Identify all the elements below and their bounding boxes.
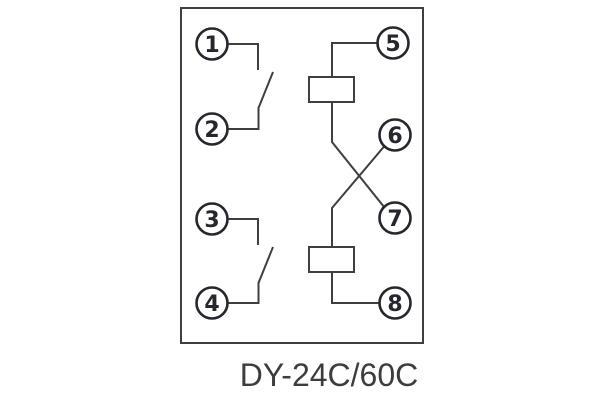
enclosure-border	[180, 7, 424, 344]
crossover-wire-from-terminal-6	[331, 145, 386, 247]
wire-to-terminal-8	[331, 272, 379, 304]
terminal-5-circle	[376, 26, 410, 60]
terminal-1-number: 1	[204, 33, 219, 58]
wire-from-terminal-1	[227, 43, 259, 70]
terminal-3-number: 3	[204, 208, 219, 233]
crossover-wires	[331, 102, 386, 247]
terminal-7: 7	[378, 201, 412, 235]
model-label: DY-24C/60C	[240, 357, 418, 393]
terminal-6: 6	[378, 118, 412, 152]
terminal-4-circle	[195, 286, 229, 320]
terminal-6-circle	[378, 118, 412, 152]
terminal-2-number: 2	[204, 118, 219, 143]
terminal-8-number: 8	[387, 292, 402, 317]
terminal-5: 5	[376, 26, 410, 60]
terminal-1-circle	[195, 27, 229, 61]
terminal-7-number: 7	[387, 207, 402, 232]
switch-blade-1-2	[257, 71, 274, 109]
terminal-4: 4	[195, 286, 229, 320]
terminal-8: 8	[378, 286, 412, 320]
terminal-2: 2	[195, 112, 229, 146]
coil-branch-upper	[308, 42, 377, 103]
terminal-1: 1	[195, 27, 229, 61]
wire-to-terminal-2	[227, 107, 260, 130]
wire-to-terminal-4	[227, 282, 260, 304]
terminal-4-number: 4	[204, 292, 219, 317]
terminal-6-number: 6	[387, 124, 402, 149]
terminal-5-number: 5	[385, 32, 400, 57]
crossover-wire-to-terminal-7	[331, 102, 386, 209]
contact-group-3-4	[227, 218, 274, 304]
coil-upper	[308, 76, 355, 103]
wire-from-terminal-5	[331, 42, 377, 77]
coil-branch-lower	[308, 246, 379, 304]
terminal-2-circle	[195, 112, 229, 146]
switch-blade-3-4	[257, 246, 274, 284]
terminal-7-circle	[378, 201, 412, 235]
terminal-3: 3	[195, 202, 229, 236]
coil-lower	[308, 246, 355, 273]
contact-group-1-2	[227, 43, 274, 130]
terminal-8-circle	[378, 286, 412, 320]
wire-from-terminal-3	[227, 218, 259, 245]
terminal-3-circle	[195, 202, 229, 236]
